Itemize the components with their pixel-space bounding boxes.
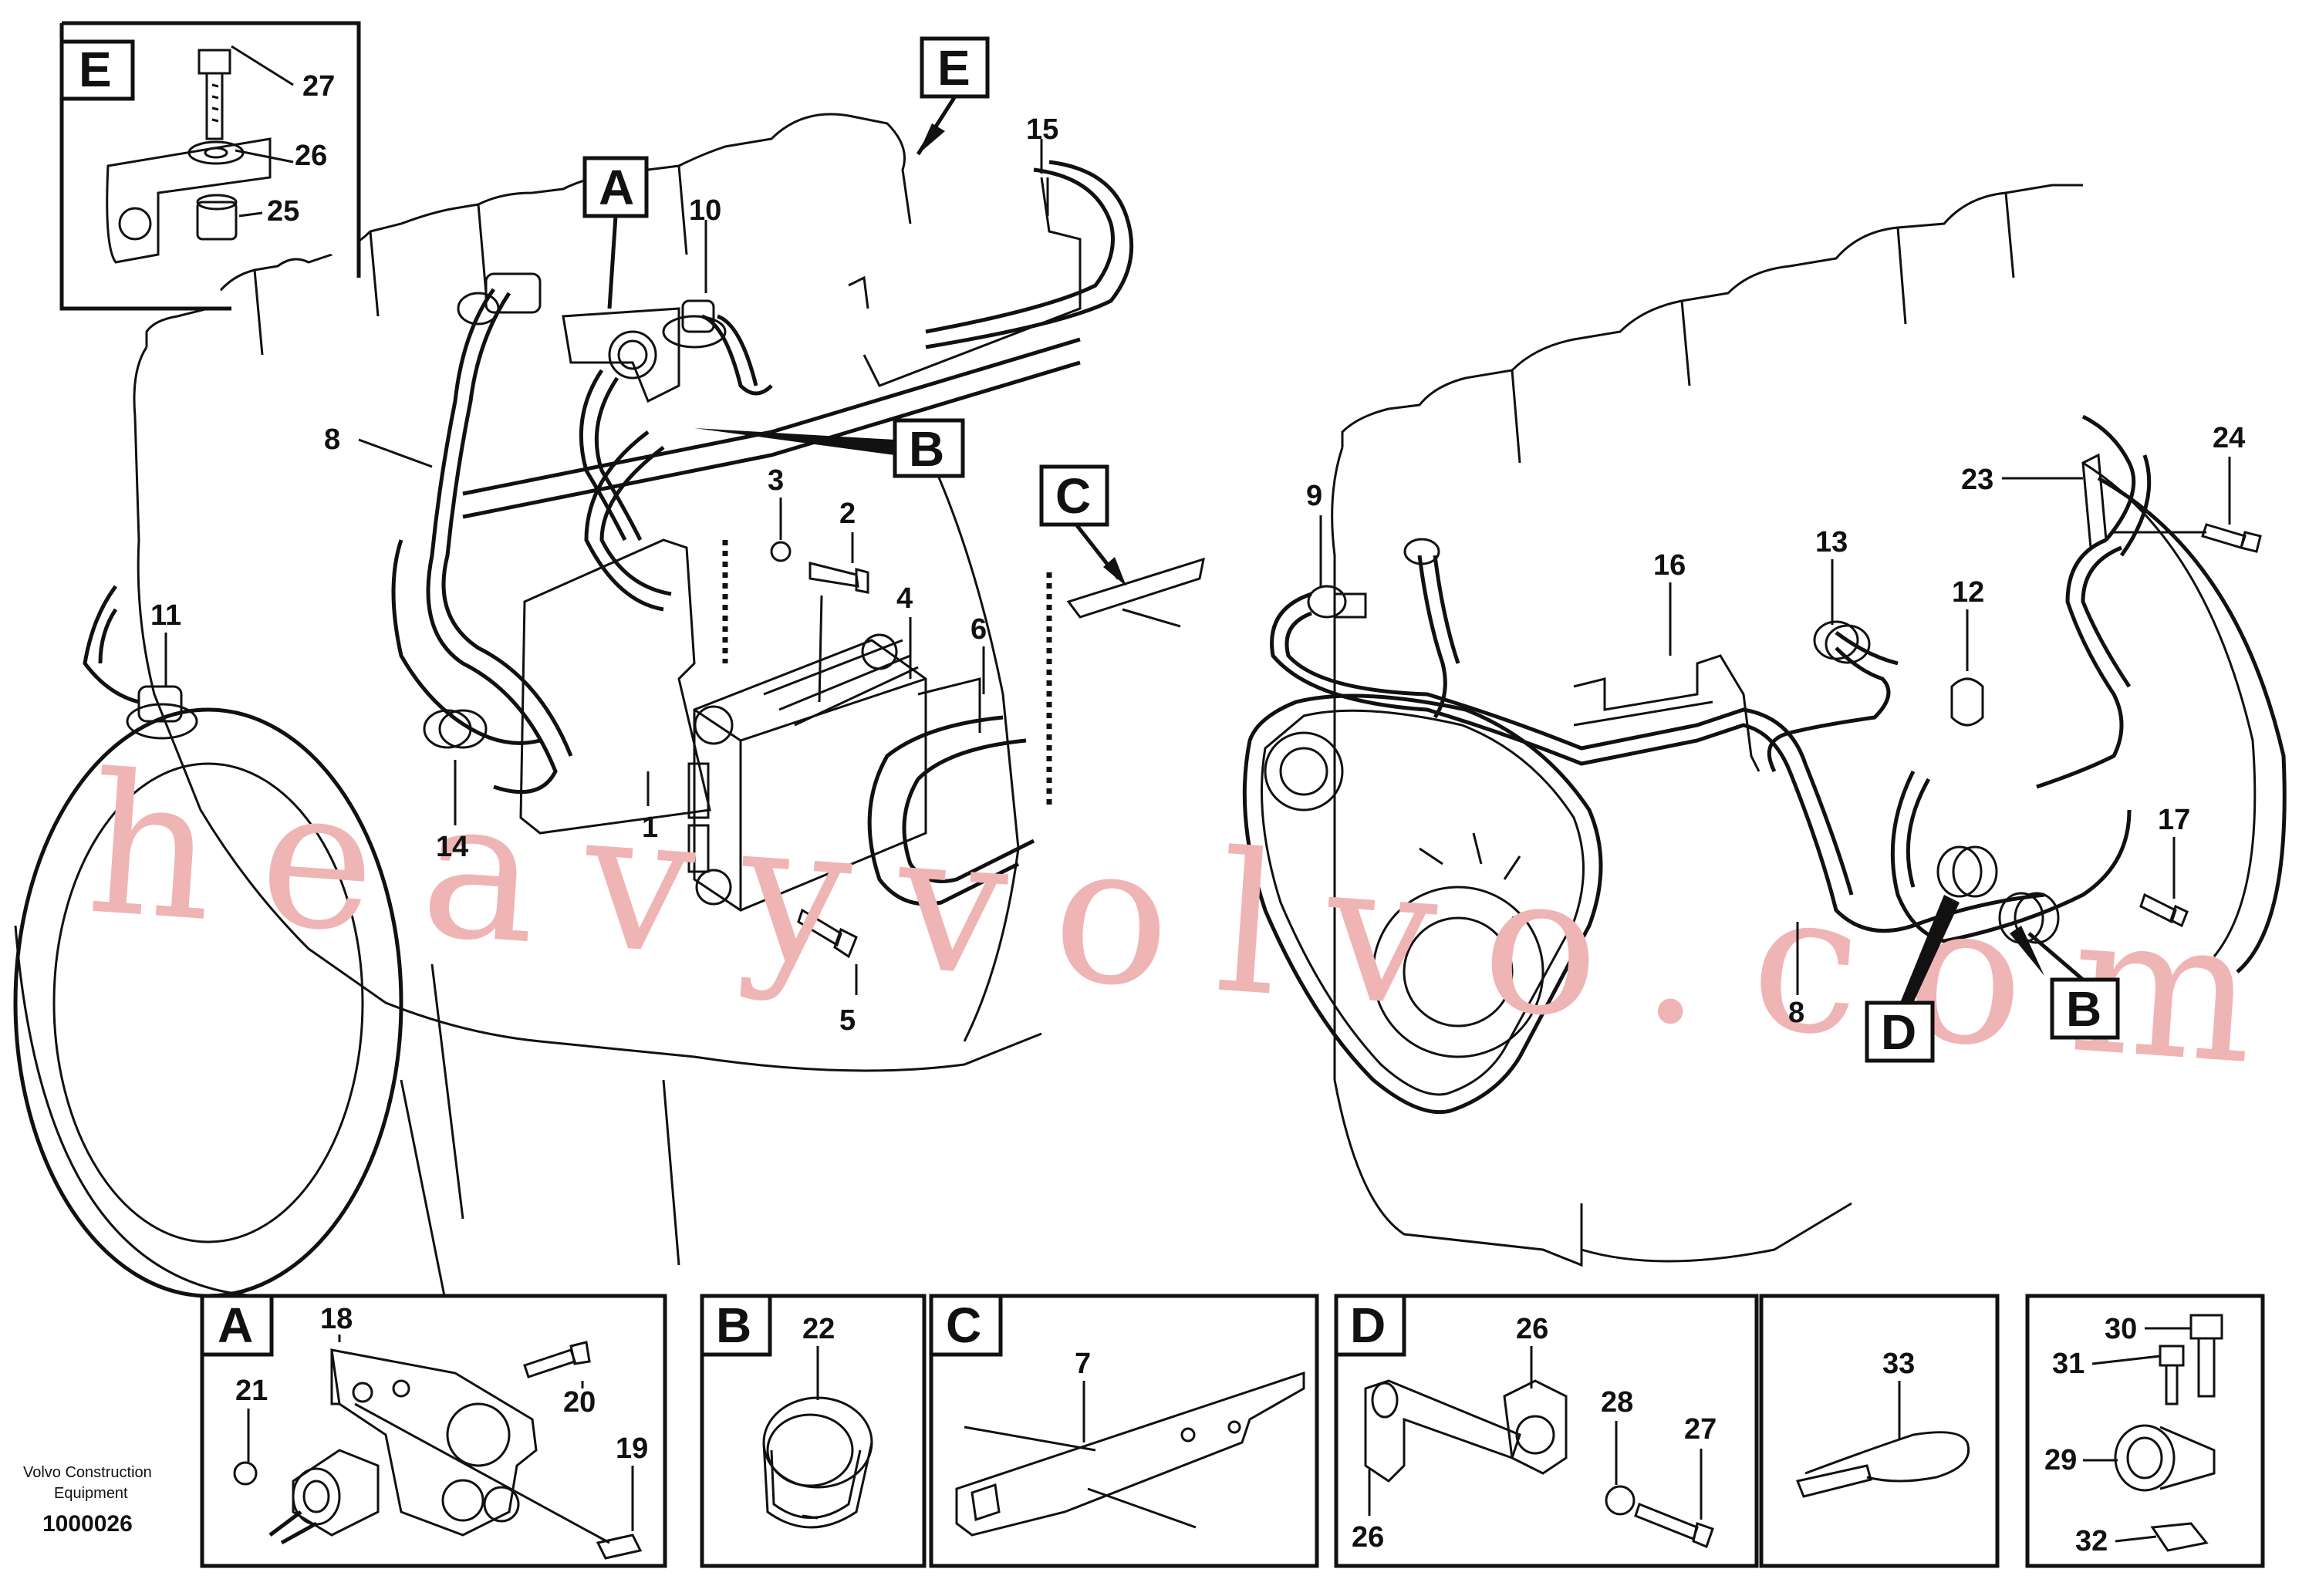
callout-19: 19 [616,1432,648,1465]
panel-clamp: 30 31 29 32 [2025,1294,2265,1568]
panel-d-label: D [1350,1297,1386,1353]
callout-1: 1 [642,811,658,844]
callout-21: 21 [235,1375,268,1407]
right-engine-outline [1242,184,2287,1267]
panel-b: B 22 [700,1294,927,1568]
callout-5: 5 [839,1004,856,1037]
detail-marker-d: D [1881,1004,1916,1060]
callout-8-right: 8 [1788,997,1804,1029]
callout-32: 32 [2075,1525,2108,1557]
detail-marker-a: A [599,160,634,215]
main-detail-markers: A E B C D B [582,36,2120,1063]
detail-marker-b-top: B [909,421,944,477]
callout-9: 9 [1306,480,1322,512]
callout-22: 22 [802,1313,835,1345]
callout-28: 28 [1601,1386,1633,1419]
callout-7: 7 [1075,1348,1091,1380]
brand-line-1: Volvo Construction [23,1464,152,1481]
panel-b-label: B [716,1297,751,1353]
panel-c: C 7 [929,1294,1319,1568]
callout-8-left: 8 [324,423,340,456]
callout-29: 29 [2044,1444,2077,1476]
panel-cable-tie: 33 [1759,1294,2000,1568]
detail-marker-e: E [937,40,971,96]
footer-block: Volvo Construction Equipment 1000026 [23,1464,152,1537]
callout-27-panel-d: 27 [1684,1413,1717,1446]
panel-a-label: A [218,1297,253,1353]
inset-e: E 27 26 25 [59,21,361,311]
panel-a: A 18 21 20 19 [200,1294,667,1568]
callout-2: 2 [839,498,856,530]
callout-27-inset: 27 [302,70,335,103]
callout-15: 15 [1026,113,1058,146]
callout-33: 33 [1882,1348,1915,1380]
callout-23: 23 [1961,464,1993,496]
callout-26-panel-d-bottom: 26 [1352,1521,1384,1554]
callout-6: 6 [971,613,987,646]
callout-13: 13 [1815,526,1848,558]
callout-12: 12 [1952,576,1984,609]
watermark-text: heavyvolvo.com [82,732,2309,1111]
callout-24: 24 [2213,422,2245,454]
panel-c-label: C [946,1297,981,1353]
callout-10: 10 [689,194,721,227]
panel-d: D 26 28 27 26 [1334,1294,1759,1568]
detail-marker-b-bottom: B [2066,981,2101,1037]
dashed-leaders [722,540,1052,995]
callout-25: 25 [267,195,299,228]
main-callouts: 15 10 8 11 14 3 2 4 6 1 5 9 16 13 12 23 … [150,113,2245,1037]
callout-31: 31 [2052,1348,2085,1380]
callout-4: 4 [896,582,913,615]
right-wiring-harness [1270,414,2262,944]
callout-26-inset: 26 [295,140,327,172]
callout-30: 30 [2105,1313,2137,1345]
callout-20: 20 [563,1386,596,1419]
inset-e-label: E [79,42,112,97]
callout-26-panel-d-top: 26 [1516,1313,1548,1345]
drawing-number: 1000026 [42,1511,133,1537]
brand-line-2: Equipment [54,1485,128,1502]
callout-17: 17 [2158,804,2190,836]
callout-3: 3 [768,464,784,497]
callout-11: 11 [150,599,181,632]
callout-16: 16 [1653,549,1686,582]
left-wiring-harness [83,160,1205,959]
detail-marker-c: C [1055,468,1091,524]
callout-18: 18 [320,1303,353,1335]
callout-14: 14 [436,831,468,863]
